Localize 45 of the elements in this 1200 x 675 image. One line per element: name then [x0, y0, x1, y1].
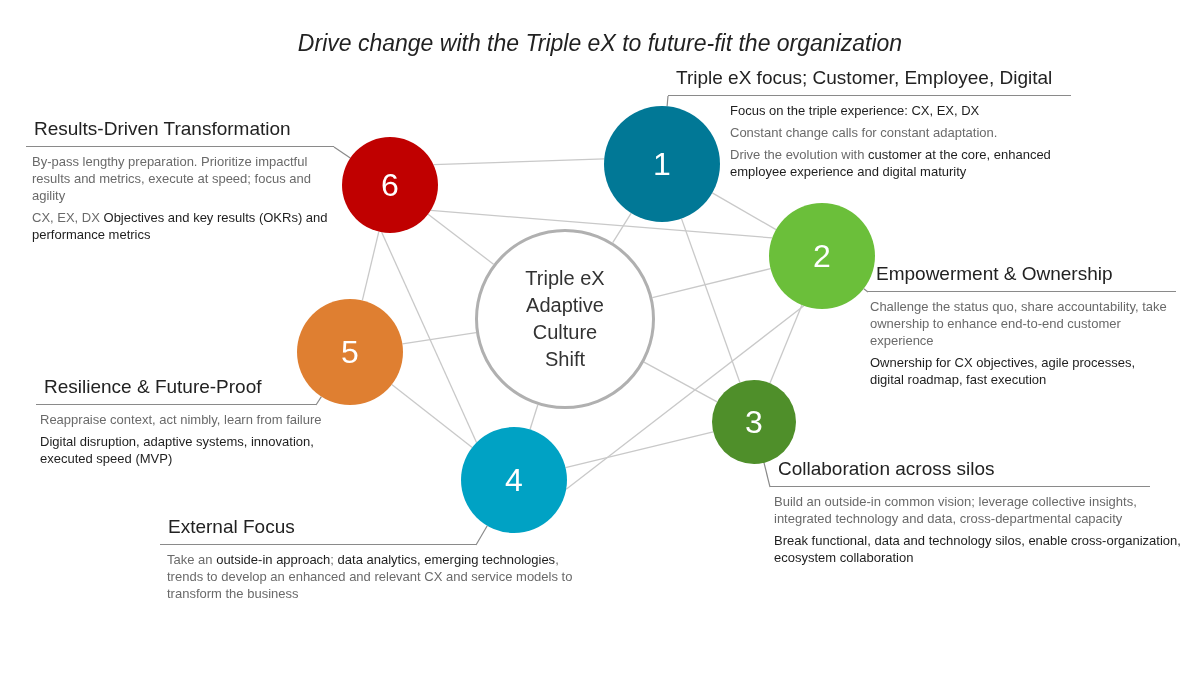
description-text: Drive the evolution with customer at the core, enhanced employee experience and digital maturity	[730, 146, 1052, 180]
connector-line	[612, 212, 632, 244]
numbered-circle: 4	[461, 427, 567, 533]
title: Drive change with the Triple eX to future-fit the organization	[296, 30, 904, 57]
section-heading: External Focus	[160, 515, 476, 545]
connector-line	[680, 218, 741, 384]
description-text: Digital disruption, adaptive systems, innovation, executed speed (MVP)	[40, 433, 315, 467]
leader-line	[863, 288, 869, 293]
connector-line	[769, 304, 803, 384]
leader-line	[475, 525, 488, 546]
section-heading: Collaboration across silos	[770, 457, 1150, 487]
description-text: Build an outside-in common vision; leverage collective insights, integrated technology and data, cross-departmental capacity	[774, 493, 1138, 527]
description-text: Reappraise context, act nimbly, learn from failure	[40, 411, 323, 428]
description-text: CX, EX, DX Objectives and key results (OKRs) and performance metrics	[32, 209, 329, 243]
leader-line	[315, 396, 322, 406]
numbered-circle: 1	[604, 106, 720, 222]
description-text: Focus on the triple experience: CX, EX, DX	[730, 102, 981, 119]
connector-line	[391, 383, 473, 449]
center-circle: Triple eX Adaptive Culture Shift	[475, 229, 655, 409]
leader-line	[763, 462, 771, 488]
description-text: Ownership for CX objectives, agile processes, digital roadmap, fast execution	[870, 354, 1137, 388]
section-heading: Results-Driven Transformation	[26, 117, 334, 147]
connector-line	[529, 404, 539, 431]
connector-line	[432, 158, 605, 166]
section-heading: Triple eX focus; Customer, Employee, Digital	[668, 66, 1071, 96]
section-heading: Empowerment & Ownership	[868, 262, 1176, 292]
connector-line	[564, 431, 714, 469]
connector-line	[381, 231, 478, 444]
connector-line	[643, 361, 718, 403]
leader-line	[666, 95, 669, 107]
connector-line	[430, 209, 773, 239]
description-text: Take an outside-in approach; data analytics, emerging technologies, trends to develop an enhanced and relevant CX and service models to transform the business	[167, 551, 574, 602]
connector-line	[565, 305, 805, 490]
numbered-circle: 5	[297, 299, 403, 405]
connector-line	[401, 332, 477, 345]
connector-line	[427, 213, 495, 265]
description-text: By-pass lengthy preparation. Prioritize impactful results and metrics, execute at speed; focus and agility	[32, 153, 312, 204]
connector-line	[711, 192, 777, 231]
connector-line	[361, 231, 380, 302]
connector-line	[651, 267, 772, 299]
section-heading: Resilience & Future-Proof	[36, 375, 316, 405]
numbered-circle: 6	[342, 137, 438, 233]
description-text: Constant change calls for constant adaptation.	[730, 124, 999, 141]
description-text: Break functional, data and technology silos, enable cross-organization, ecosystem collaboration	[774, 532, 1182, 566]
leader-line	[333, 146, 351, 159]
